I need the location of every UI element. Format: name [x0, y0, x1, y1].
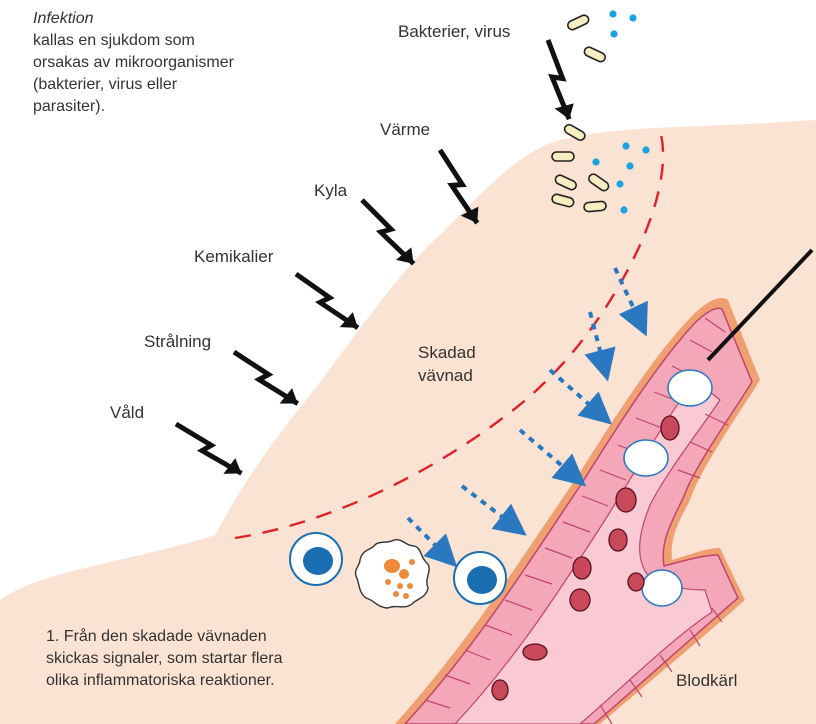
label-pathogens: Bakterier, virus — [398, 22, 510, 41]
caption-line: 1. Från den skadade vävnaden — [46, 626, 283, 648]
white-cell-2 — [454, 552, 506, 604]
label-violence: Våld — [110, 403, 144, 422]
caption-line: olika inflammatoriska reaktioner. — [46, 670, 283, 692]
intro-line: (bakterier, virus eller — [33, 74, 234, 96]
arrow-cold — [356, 200, 420, 264]
intro-title: Infektion — [33, 8, 234, 30]
label-damaged-tissue-1: Skadad — [418, 343, 476, 362]
label-radiation: Strålning — [144, 332, 211, 351]
arrow-chemicals — [296, 270, 358, 332]
intro-text: Infektion kallas en sjukdom som orsakas … — [33, 8, 234, 118]
label-damaged-tissue-2: vävnad — [418, 366, 473, 385]
caption-text: 1. Från den skadade vävnaden skickas sig… — [46, 626, 283, 692]
intro-line: parasiter). — [33, 96, 234, 118]
label-chemicals: Kemikalier — [194, 247, 274, 266]
intro-line: orsakas av mikroorganismer — [33, 52, 234, 74]
label-heat: Värme — [380, 120, 430, 139]
label-cold: Kyla — [314, 181, 348, 200]
label-blood-vessel: Blodkärl — [676, 671, 737, 690]
arrow-radiation — [234, 346, 298, 410]
caption-line: skickas signaler, som startar flera — [46, 648, 283, 670]
arrow-violence — [176, 416, 242, 482]
white-cell-1 — [290, 533, 342, 585]
mast-cell — [356, 540, 430, 608]
intro-line: kallas en sjukdom som — [33, 30, 234, 52]
